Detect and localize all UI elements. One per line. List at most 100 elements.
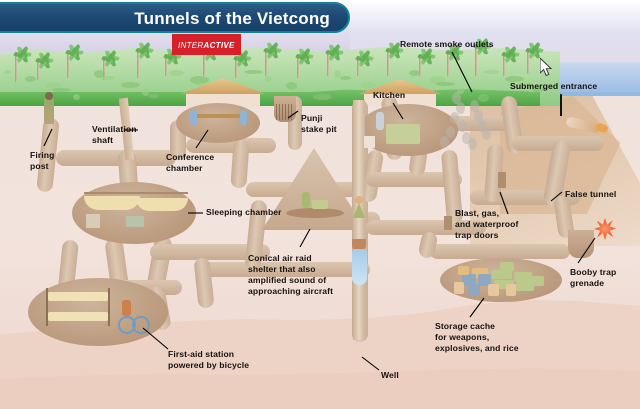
shrub [169,70,184,76]
bicycle-wheel-front [132,316,150,334]
supply-crate [472,268,488,278]
trap-door-upper [498,172,506,188]
supply-crate [506,284,516,296]
palm-tree [350,49,374,76]
shrub [121,82,140,88]
smoke-puff [456,102,465,114]
label-firing-post[interactable]: Firing post [30,150,55,171]
label-first-aid-station[interactable]: First-aid station powered by bicycle [168,349,250,370]
cook-figure [376,112,384,130]
badge-prefix: INTER [178,41,204,50]
tunnel-segment [200,262,370,277]
firing-post-shaft [44,96,54,124]
smoke-puff [440,136,449,148]
label-conical-air-raid-shelter[interactable]: Conical air raid shelter that also ampli… [248,253,334,296]
smoke-puff [450,112,459,124]
palm-tree [30,51,54,80]
page-title: Tunnels of the Vietcong [134,9,330,28]
supply-crate [478,274,491,286]
shrub [190,76,209,84]
kitchen-stove [386,124,420,144]
supply-crate [458,266,469,275]
shrub [94,70,105,78]
smoke-puff [470,100,479,112]
mouse-pointer-icon [540,58,553,77]
hammock-right [136,198,188,211]
shrub [334,70,341,78]
tunnel-segment [366,172,462,187]
title-bar: Tunnels of the Vietcong [0,2,350,33]
palm-tree [196,43,220,76]
conical-shelter-floor [286,208,344,218]
well-water [352,249,367,285]
false-tunnel-dead-end [568,230,594,258]
shrub [25,76,36,82]
shrub [484,70,499,74]
supply-crate [494,280,514,289]
supply-crate [462,274,476,286]
conference-table [196,114,242,118]
supply-box-sleeping [126,216,144,227]
shrub [313,94,332,100]
shelter-crate [312,200,328,209]
hammock-rail [84,192,188,194]
label-false-tunnel[interactable]: False tunnel [565,189,617,199]
interactive-badge: INTERACTIVE [172,34,241,55]
shrub [196,82,203,86]
label-ventilation-shaft[interactable]: Ventilation shaft [92,124,137,145]
supply-crate [492,270,512,279]
palm-tree [60,43,84,78]
kitchen-bucket [364,136,375,148]
label-booby-trap-grenade[interactable]: Booby trap grenade [570,267,617,288]
label-remote-smoke-outlets[interactable]: Remote smoke outlets [400,39,494,49]
conference-figure-right [240,110,247,125]
tunnel-climber-figure [352,196,366,218]
shrub [73,94,80,100]
label-kitchen[interactable]: Kitchen [373,90,406,100]
shrub [532,88,543,92]
shrub [436,82,455,86]
palm-tree [412,47,436,76]
label-submerged-entrance[interactable]: Submerged entrance [510,81,598,91]
palm-tree [468,37,492,76]
smoke-puff [478,120,487,132]
tunnel-segment [150,244,270,260]
bunk-bed-bottom [48,312,108,321]
palm-tree [130,41,154,78]
bunk-post-left [46,288,48,326]
label-storage-cache[interactable]: Storage cache for weapons, explosives, a… [435,321,519,353]
smoke-puff [462,132,471,144]
label-blast-trap-doors[interactable]: Blast, gas, and waterproof trap doors [455,208,519,240]
supply-crate [488,284,499,296]
storage-box-sleeping [86,214,100,228]
shelter-figure [302,192,310,208]
shrub [505,76,524,82]
palm-tree [440,43,464,76]
firing-post-head [45,92,53,100]
palm-tree [520,41,544,74]
tunnel-segment [230,139,250,189]
label-sleeping-chamber[interactable]: Sleeping chamber [206,207,282,217]
palm-tree [320,43,344,76]
supply-crate [530,276,544,286]
shrub [265,76,272,82]
shrub [244,70,263,74]
shrub [478,94,489,102]
label-punji-stake-pit[interactable]: Punji stake pit [301,113,337,134]
smoke-puff [452,92,461,104]
bunk-post-right [108,288,110,326]
conference-figure-left [190,110,197,125]
shrub [46,82,61,90]
shrub [142,88,149,96]
shrub [361,82,376,88]
palm-tree [158,47,182,76]
label-well[interactable]: Well [381,370,399,380]
tunnel-segment [56,150,176,166]
smoke-puff [482,128,491,140]
palm-tree [8,45,32,82]
palm-tree [96,49,120,80]
booby-trap-grenade-icon [594,218,616,240]
shrub [52,88,71,92]
label-conference-chamber[interactable]: Conference chamber [166,152,215,173]
